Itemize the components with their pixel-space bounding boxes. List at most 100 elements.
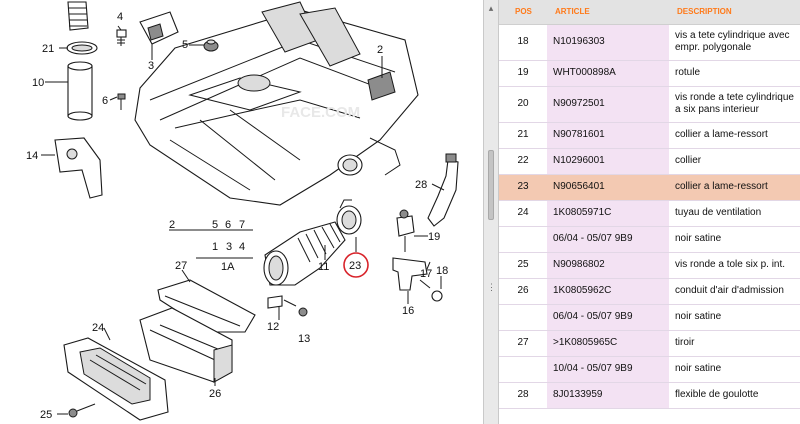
callout-25[interactable]: 25 [40, 409, 52, 421]
callout-3-group[interactable]: 3 [226, 241, 232, 253]
drawer-part-27[interactable] [157, 279, 256, 333]
hose-part-top[interactable] [67, 1, 89, 31]
intake-pipe-part-11[interactable] [263, 221, 346, 286]
table-row-variant[interactable]: 06/04 - 05/07 9B9 noir satine [499, 304, 800, 331]
sensor-part-3[interactable] [139, 11, 179, 58]
scroll-up-arrow-icon[interactable]: ▴ [488, 3, 494, 13]
callout-27[interactable]: 27 [175, 260, 187, 272]
bolt-part-6[interactable] [117, 93, 126, 110]
callout-16[interactable]: 16 [402, 305, 414, 317]
table-row[interactable]: 22 N10296001 collier [499, 148, 800, 175]
callout-17[interactable]: 17 [420, 268, 432, 280]
cell-pos: 22 [499, 148, 547, 175]
table-row[interactable]: 21 N90781601 collier a lame-ressort [499, 122, 800, 149]
screw-part-25[interactable] [68, 403, 96, 418]
cell-article[interactable]: WHT000898A [547, 60, 669, 87]
cell-pos: 27 [499, 330, 547, 357]
table-row[interactable]: 26 1K0805962C conduit d'air d'admission [499, 278, 800, 305]
cell-article[interactable]: N90656401 [547, 174, 669, 201]
callout-13[interactable]: 13 [298, 333, 310, 345]
splitter-grip-icon[interactable]: ⋮ [487, 282, 496, 292]
cell-pos: 20 [499, 86, 547, 123]
clip-part-12[interactable] [267, 295, 283, 309]
table-row[interactable]: 19 WHT000898A rotule [499, 60, 800, 87]
cell-article[interactable]: N90972501 [547, 86, 669, 123]
cell-description: collier a lame-ressort [669, 122, 800, 149]
callout-14[interactable]: 14 [26, 150, 38, 162]
clamp-part-23[interactable] [336, 199, 362, 235]
clamp-part-21[interactable] [66, 41, 98, 55]
tube-part-10[interactable] [67, 61, 93, 121]
cell-article[interactable]: 06/04 - 05/07 9B9 [547, 304, 669, 331]
table-row-selected[interactable]: 23 N90656401 collier a lame-ressort [499, 174, 800, 201]
cell-description: tiroir [669, 330, 800, 357]
callout-19[interactable]: 19 [428, 231, 440, 243]
cell-article[interactable]: 1K0805962C [547, 278, 669, 305]
callout-1-group[interactable]: 1 [212, 241, 218, 253]
cell-pos: 26 [499, 278, 547, 305]
table-row-variant[interactable]: 10/04 - 05/07 9B9 noir satine [499, 356, 800, 383]
callout-1a[interactable]: 1A [221, 261, 235, 273]
cell-article[interactable]: 10/04 - 05/07 9B9 [547, 356, 669, 383]
parts-table: POS ARTICLE DESCRIPTION 18 N10196303 vis… [499, 0, 800, 409]
table-row[interactable]: 24 1K0805971C tuyau de ventilation [499, 200, 800, 227]
engine-cover-part-2[interactable] [134, 1, 419, 206]
table-row[interactable]: 25 N90986802 vis ronde a tole six p. int… [499, 252, 800, 279]
callout-24[interactable]: 24 [92, 322, 104, 334]
cell-article[interactable]: >1K0805965C [547, 330, 669, 357]
cell-article[interactable]: 1K0805971C [547, 200, 669, 227]
cell-pos: 24 [499, 200, 547, 227]
callout-4[interactable]: 4 [117, 11, 123, 23]
callout-5[interactable]: 5 [182, 39, 188, 51]
callout-3[interactable]: 3 [148, 60, 154, 72]
callout-18[interactable]: 18 [436, 265, 448, 277]
bracket-part-14[interactable] [54, 137, 103, 199]
screw-part-18[interactable] [419, 279, 443, 302]
column-header-article[interactable]: ARTICLE [547, 0, 669, 25]
bolt-part-4[interactable] [116, 29, 127, 46]
cell-pos: 19 [499, 60, 547, 87]
scrollbar-thumb[interactable] [488, 150, 494, 220]
callout-2[interactable]: 2 [377, 44, 383, 56]
callout-7-group[interactable]: 7 [239, 219, 245, 231]
cell-article[interactable]: 06/04 - 05/07 9B9 [547, 226, 669, 253]
callout-6[interactable]: 6 [102, 95, 108, 107]
cell-article[interactable]: N90781601 [547, 122, 669, 149]
callout-28[interactable]: 28 [415, 179, 427, 191]
callout-5-group[interactable]: 5 [212, 219, 218, 231]
cell-article[interactable]: N10196303 [547, 24, 669, 61]
cell-description: vis ronde a tete cylindrique a six pans … [669, 86, 800, 123]
cell-description: vis a tete cylindrique avec empr. polygo… [669, 24, 800, 61]
table-row[interactable]: 28 8J0133959 flexible de goulotte [499, 382, 800, 409]
pane-splitter[interactable]: ▴ ⋮ [483, 0, 499, 424]
table-row[interactable]: 20 N90972501 vis ronde a tete cylindriqu… [499, 86, 800, 123]
cell-article[interactable]: 8J0133959 [547, 382, 669, 409]
callout-11[interactable]: 11 [318, 261, 329, 273]
svg-text:23: 23 [349, 260, 361, 272]
ventilation-tube-part-24[interactable] [63, 337, 169, 421]
cell-article[interactable]: N90986802 [547, 252, 669, 279]
callout-6-group[interactable]: 6 [225, 219, 231, 231]
callout-23-selected[interactable]: 23 [343, 252, 369, 278]
screw-part-13[interactable] [283, 299, 308, 317]
table-row[interactable]: 18 N10196303 vis a tete cylindrique avec… [499, 24, 800, 61]
cell-description: noir satine [669, 304, 800, 331]
grommet-part-5[interactable] [203, 39, 219, 52]
air-duct-part-26[interactable] [139, 307, 233, 383]
hose-part-28[interactable] [427, 153, 459, 227]
callout-2-group[interactable]: 2 [169, 219, 175, 231]
callout-21[interactable]: 21 [42, 43, 54, 55]
callout-12[interactable]: 12 [267, 321, 279, 333]
bracket-part-16[interactable] [392, 257, 428, 291]
callout-26[interactable]: 26 [209, 388, 221, 400]
ball-joint-part-19[interactable] [396, 209, 415, 252]
callout-4-group[interactable]: 4 [239, 241, 245, 253]
cell-pos [499, 356, 547, 383]
callout-10[interactable]: 10 [32, 77, 44, 89]
table-row-variant[interactable]: 06/04 - 05/07 9B9 noir satine [499, 226, 800, 253]
table-row[interactable]: 27 >1K0805965C tiroir [499, 330, 800, 357]
column-header-description[interactable]: DESCRIPTION [669, 0, 800, 25]
cell-pos: 28 [499, 382, 547, 409]
cell-article[interactable]: N10296001 [547, 148, 669, 175]
column-header-pos[interactable]: POS [499, 0, 547, 25]
